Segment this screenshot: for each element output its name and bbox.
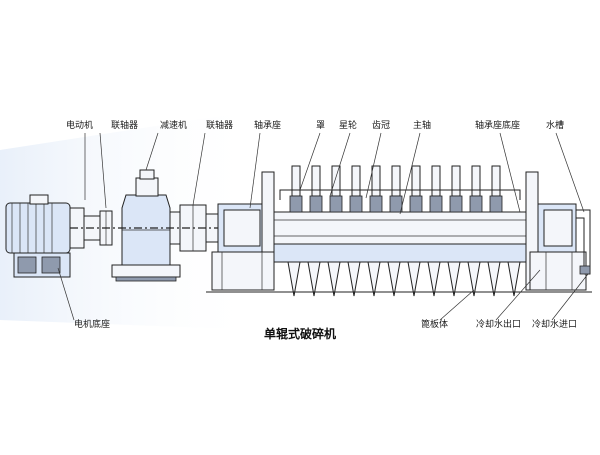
label-star-wheel: 星轮: [339, 119, 357, 131]
label-bearing-seat: 轴承座: [254, 119, 281, 131]
label-water-trough: 水槽: [546, 119, 564, 131]
label-coupling-1: 联轴器: [111, 119, 138, 131]
left-bearing-base: [211, 251, 275, 291]
label-reducer: 减速机: [160, 119, 187, 131]
top-labels: 电动机 联轴器 减速机 联轴器 轴承座 罩 星轮 齿冠 主轴 轴承座底座 水槽: [66, 119, 564, 131]
label-coolant-inlet: 冷却水进口: [532, 318, 577, 330]
bottom-leader-lines: [57, 267, 589, 321]
label-motor-base: 电机底座: [74, 318, 110, 330]
label-main-shaft: 主轴: [413, 119, 431, 131]
diagram-title: 单辊式破碎机: [264, 326, 336, 341]
label-cover: 罩: [316, 120, 325, 131]
label-bearing-base: 轴承座底座: [475, 119, 520, 131]
label-grate-body: 篦板体: [421, 318, 448, 330]
bottom-labels: 电机底座 篦板体 冷却水出口 冷却水进口: [74, 318, 577, 330]
label-tooth-crown: 齿冠: [372, 120, 390, 131]
label-coolant-outlet: 冷却水出口: [476, 318, 521, 330]
motor-base: [13, 252, 71, 278]
top-leader-lines: [84, 132, 585, 215]
star-wheel-teeth: [289, 165, 503, 213]
right-bearing-base: [529, 251, 587, 291]
label-motor: 电动机: [66, 119, 93, 131]
cover-hood: [279, 189, 521, 200]
speed-reducer: [111, 169, 181, 282]
grate-plates: [273, 243, 527, 297]
main-shaft-roll: [273, 211, 527, 245]
label-coupling-2: 联轴器: [206, 119, 233, 131]
